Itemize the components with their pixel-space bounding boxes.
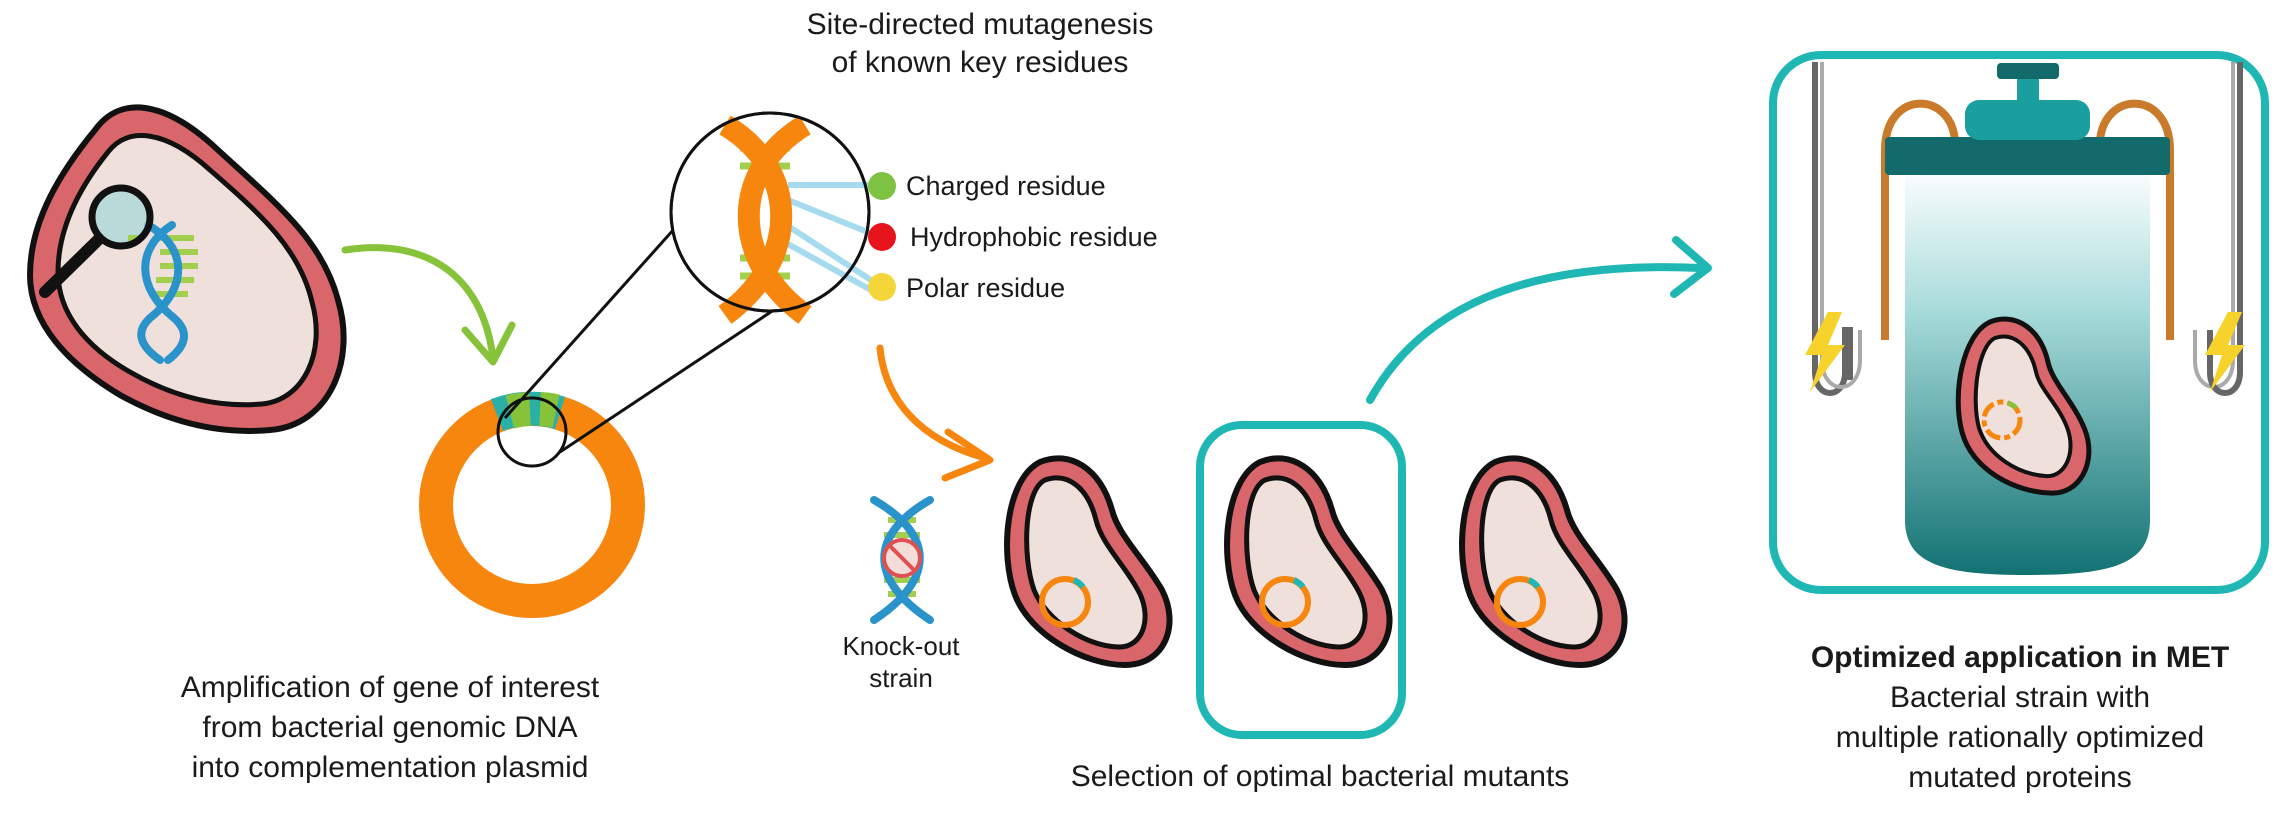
bacterial-cell-with-magnifier: [27, 104, 347, 434]
knockout-label: Knock-out strain: [796, 630, 1006, 694]
mutagenesis-line-2: of known key residues: [831, 46, 1129, 79]
application-line-3: mutated proteins: [1908, 761, 2132, 794]
zoom-line-left: [503, 198, 702, 420]
selection-text: Selection of optimal bacterial mutants: [1070, 760, 1570, 793]
polar-residue-dot: [868, 273, 896, 301]
plasmid-ring: [419, 391, 645, 618]
arrow-to-plasmid: [341, 244, 516, 366]
application-line-2: multiple rationally optimized: [1835, 721, 2205, 754]
mutagenesis-line-1: Site-directed mutagenesis: [806, 8, 1154, 41]
legend-polar-label: Polar residue: [906, 273, 1066, 303]
selected-mutant-highlight: [1196, 421, 1406, 739]
mutant-cell-1: [1004, 455, 1173, 668]
lightning-bolt-icon: [1805, 312, 1845, 392]
arrow-to-mutants: [876, 344, 994, 482]
legend-charged-label: Charged residue: [906, 171, 1106, 201]
amplification-line-1: Amplification of gene of interest: [180, 671, 600, 704]
amplification-line-3: into complementation plasmid: [191, 751, 589, 784]
charged-residue-dot: [868, 172, 896, 200]
amplification-line-2: from bacterial genomic DNA: [202, 711, 578, 744]
knockout-line-2: strain: [869, 663, 933, 693]
lightning-bolt-icon: [2205, 312, 2245, 392]
mutant-cell-3: [1459, 455, 1628, 668]
application-title: Optimized application in MET: [1810, 641, 2230, 674]
application-line-1: Bacterial strain with: [1889, 681, 2151, 714]
amplification-label: Amplification of gene of interest from b…: [90, 668, 690, 788]
residue-legend: [868, 172, 896, 301]
legend-hydrophobic-label: Hydrophobic residue: [910, 222, 1158, 252]
knockout-line-1: Knock-out: [842, 631, 960, 661]
selection-label: Selection of optimal bacterial mutants: [960, 758, 1680, 796]
mutagenesis-label: Site-directed mutagenesis of known key r…: [700, 6, 1260, 82]
dna-helix-icon: [137, 221, 198, 364]
arrow-to-reactor: [1366, 236, 1712, 404]
zoomed-dna-circle: [669, 111, 882, 324]
knockout-dna-icon: [870, 496, 934, 624]
hydrophobic-residue-dot: [868, 223, 896, 251]
bioreactor-panel: [1769, 51, 2269, 594]
mutant-cell-2: [1224, 455, 1393, 668]
magnifier-icon: [39, 184, 154, 298]
application-label: Optimized application in MET Bacterial s…: [1740, 638, 2286, 798]
